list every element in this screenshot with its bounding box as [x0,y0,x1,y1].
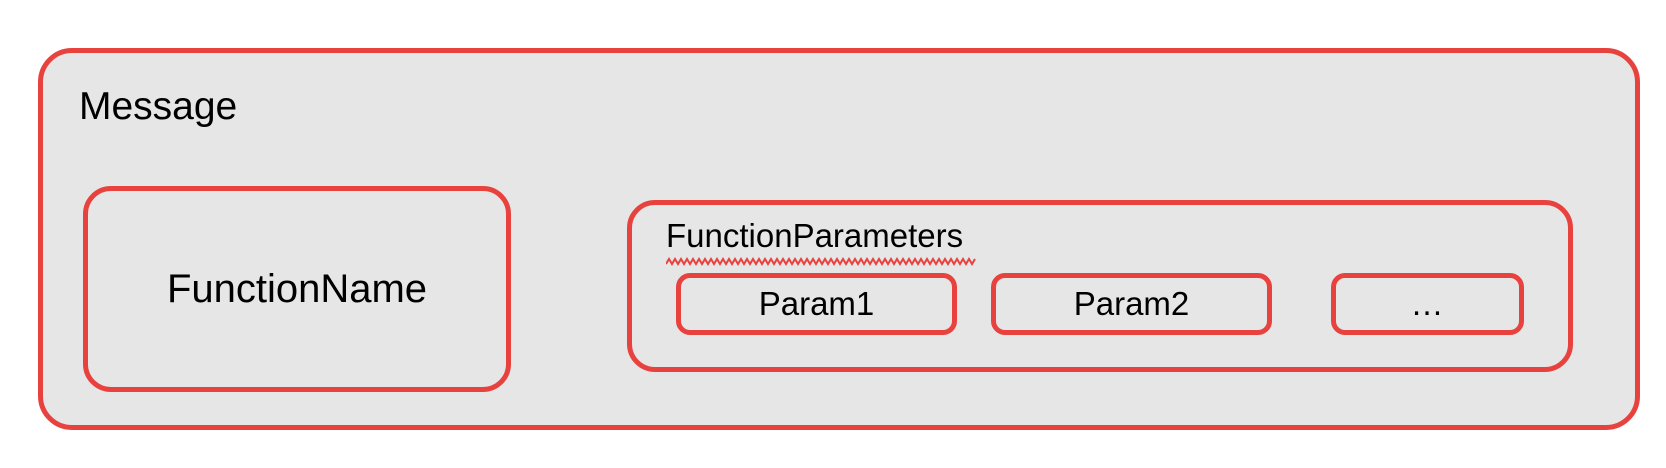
param-chip[interactable]: Param1 [676,273,957,335]
function-parameters-label: FunctionParameters [666,217,964,254]
message-container[interactable]: Message FunctionName FunctionParameters … [38,48,1640,430]
param-chip[interactable]: Param2 [991,273,1272,335]
param-label: Param1 [758,285,875,322]
param-overflow-label: … [1410,285,1445,322]
function-name-container[interactable]: FunctionName [83,186,511,392]
parameters-row: Param1 Param2 … [632,205,1568,367]
function-name-label: FunctionName [166,267,428,311]
message-label: Message [79,85,238,128]
spellcheck-squiggle-icon [666,257,976,266]
param-label: Param2 [1073,285,1190,322]
function-parameters-container[interactable]: FunctionParameters Param1 Param2 … [627,200,1573,372]
param-chip-overflow[interactable]: … [1331,273,1524,335]
